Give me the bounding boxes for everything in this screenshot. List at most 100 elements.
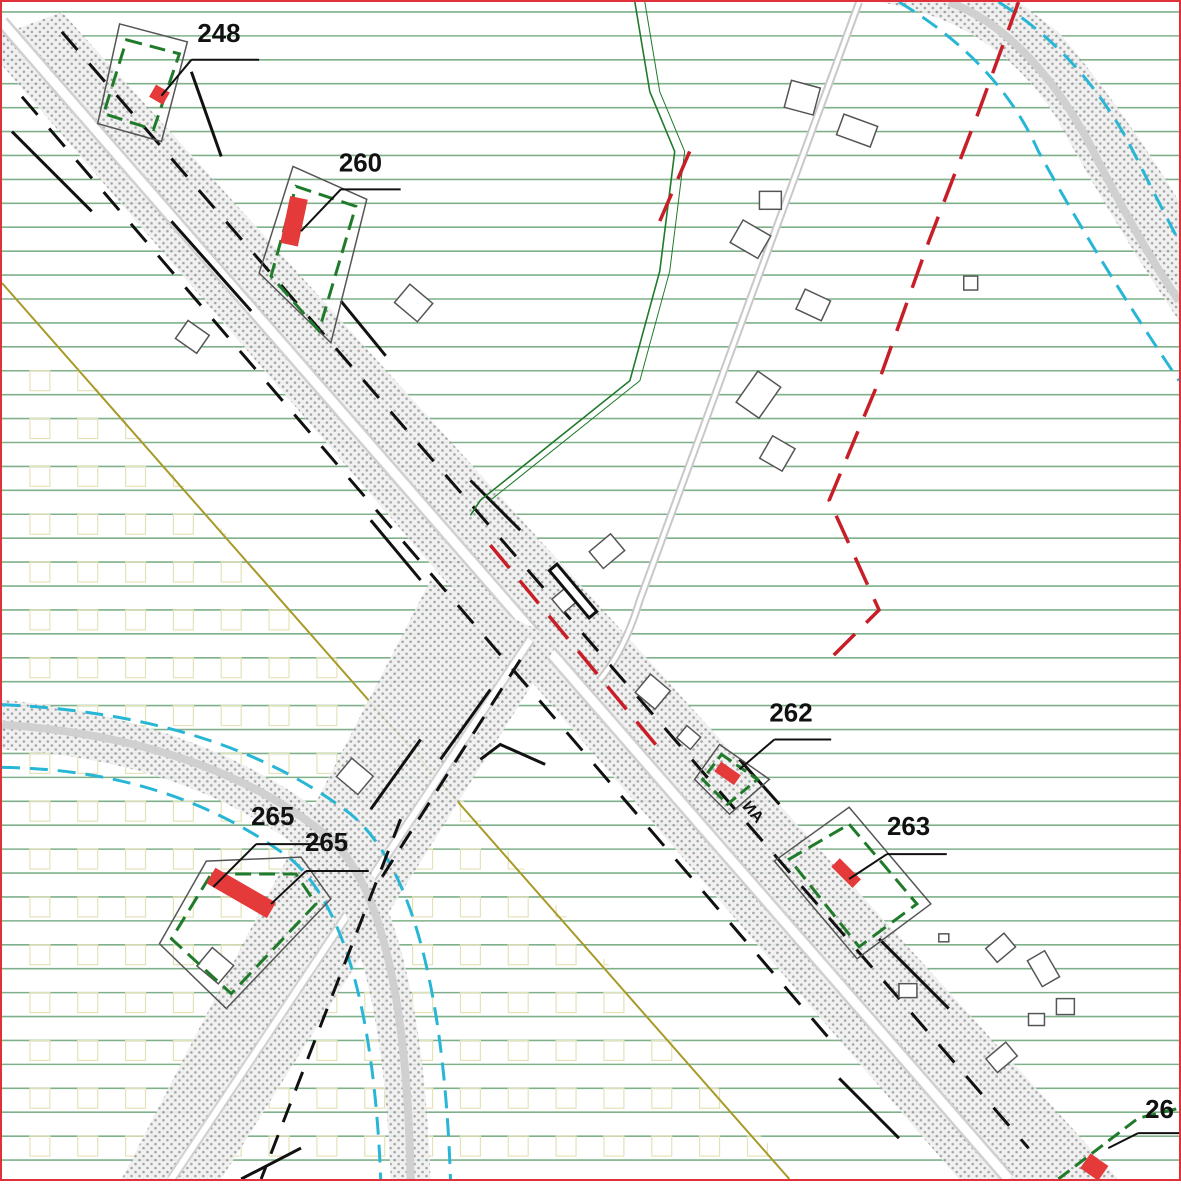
grid-square [172,800,194,822]
grid-square [507,1135,529,1157]
grid-square [555,800,577,822]
grid-square [794,513,800,535]
grid-square [172,657,194,679]
building-icon [831,858,861,888]
grid-square [29,752,51,774]
building-icon [1080,1153,1109,1181]
grid-square [29,513,51,535]
grid-square [794,370,800,392]
grid-square [507,800,529,822]
grid-square [459,417,481,440]
parcel-26x[interactable] [1057,1106,1180,1181]
grid-square [746,1087,768,1109]
grid-square [507,370,529,392]
grid-square [794,1039,800,1062]
grid-square [172,370,194,392]
grid-square [29,1135,51,1157]
grid-square [555,417,577,440]
parcel-boundary-green-inner [490,1,686,501]
parcel-label-265-second: 265 [305,829,348,857]
grid-square [603,848,625,870]
grid-square [316,1087,338,1109]
river-road [947,0,1181,304]
grid-square [412,992,434,1014]
grid-square [507,992,529,1014]
grid-square [794,800,800,822]
grid-square [29,609,51,631]
grid-square [746,657,768,679]
grid-square [459,1039,481,1062]
grid-square [172,513,194,535]
grid-square [603,513,625,535]
grid-square [124,657,147,679]
grid-square [651,1135,673,1157]
grid-square [268,417,290,440]
grid-square [268,513,290,535]
grid-square [172,465,194,487]
building-icon [714,761,741,786]
grid-square [746,513,768,535]
grid-square [603,800,625,822]
grid-square [651,944,673,966]
grid-square [124,896,147,918]
grid-square [651,896,673,918]
river-road-buffer [879,2,1179,321]
parcel-260[interactable] [258,165,401,345]
grid-square [77,465,99,487]
grid-square [172,561,194,583]
parcel-boundary-green [469,1,676,516]
grid-square [459,1135,481,1157]
grid-square [220,705,242,727]
grid-square [29,1039,51,1062]
grid-square [172,992,194,1014]
grid-square [699,465,721,487]
grid-square [29,896,51,918]
parcel-label-265: 265 [251,803,294,831]
grid-square [124,800,147,822]
grid-square [699,657,721,679]
parcel-label-260: 260 [339,149,382,177]
grid-square [412,370,434,392]
grid-square [555,848,577,870]
grid-square [316,465,338,487]
grid-square [77,513,99,535]
grid-square [364,1087,386,1109]
parcel-248[interactable] [96,23,260,143]
grid-square [603,465,625,487]
grid-square [746,465,768,487]
grid-square [316,657,338,679]
grid-square [603,1039,625,1062]
parcel-265[interactable] [158,843,369,1010]
grid-square [794,609,800,631]
grid-square [794,417,800,440]
parcel-263[interactable] [773,806,947,960]
grid-square [459,992,481,1014]
parcel-label-262: 262 [769,700,812,728]
grid-square [172,848,194,870]
grid-square [507,896,529,918]
grid-square [603,1135,625,1157]
grid-square [268,609,290,631]
grid-square [316,1135,338,1157]
grid-square [794,657,800,679]
grid-square [316,1039,338,1062]
parcel-262[interactable] [693,738,832,816]
grid-square [364,1135,386,1157]
grid-square [364,561,386,583]
main-road-center [0,18,1012,1182]
grid-square [124,848,147,870]
grid-square [77,561,99,583]
grid-square [316,705,338,727]
grid-square [77,657,99,679]
grid-square [172,705,194,727]
grid-square [412,944,434,966]
grid-square [507,1087,529,1109]
grid-square [29,848,51,870]
grid-square [555,752,577,774]
grid-square [603,1087,625,1109]
grid-square [268,752,290,774]
grid-square [699,1135,721,1157]
